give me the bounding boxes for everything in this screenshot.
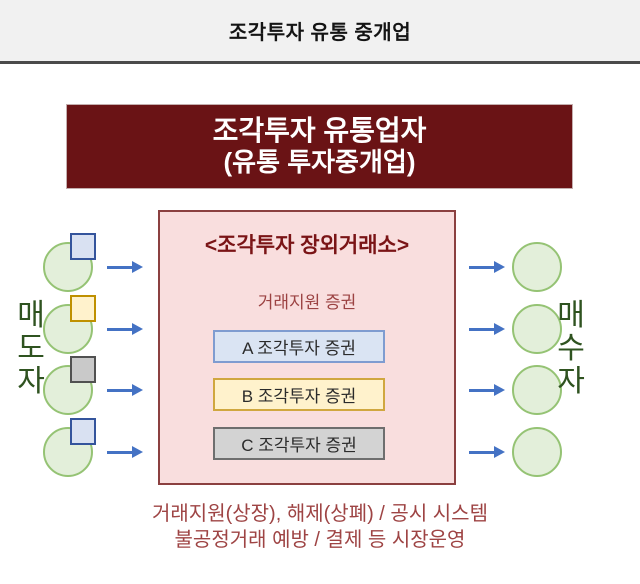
buy-flow-arrow-icon	[469, 323, 505, 336]
seller-circle-icon	[43, 427, 93, 477]
title-bar: 조각투자 유통 중개업	[0, 0, 640, 64]
security-box-b: B 조각투자 증권	[213, 378, 385, 411]
buy-flow-arrow-icon	[469, 261, 505, 274]
broker-box: 조각투자 유통업자 (유통 투자중개업)	[66, 104, 573, 189]
security-box-a: A 조각투자 증권	[213, 330, 385, 363]
exchange-box: <조각투자 장외거래소> 거래지원 증권 A 조각투자 증권 B 조각투자 증권…	[158, 210, 456, 485]
buyer-circle-icon	[512, 427, 562, 477]
buyer-circle-icon	[512, 304, 562, 354]
exchange-subtitle: 거래지원 증권	[257, 293, 357, 312]
seller-token-a-icon	[70, 418, 96, 445]
buyer-circle-icon	[512, 242, 562, 292]
broker-title-line2: (유통 투자중개업)	[223, 146, 416, 177]
buyer-circle-icon	[512, 365, 562, 415]
buy-flow-arrow-icon	[469, 446, 505, 459]
caption-line2: 불공정거래 예방 / 결제 등 시장운영	[174, 529, 466, 551]
page-title: 조각투자 유통 중개업	[228, 22, 412, 44]
sell-flow-arrow-icon	[107, 261, 143, 274]
caption: 거래지원(상장), 해제(상폐) / 공시 시스템 불공정거래 예방 / 결제 …	[0, 501, 640, 553]
exchange-title: <조각투자 장외거래소>	[204, 234, 410, 257]
caption-line1: 거래지원(상장), 해제(상폐) / 공시 시스템	[152, 503, 488, 525]
seller-token-a-icon	[70, 233, 96, 260]
broker-title-line1: 조각투자 유통업자	[212, 115, 427, 147]
security-box-c: C 조각투자 증권	[213, 427, 385, 460]
buyer-label: 매수자	[557, 299, 585, 398]
sell-flow-arrow-icon	[107, 446, 143, 459]
seller-token-c-icon	[70, 356, 96, 383]
seller-label: 매도자	[17, 299, 45, 398]
sell-flow-arrow-icon	[107, 384, 143, 397]
sell-flow-arrow-icon	[107, 323, 143, 336]
buy-flow-arrow-icon	[469, 384, 505, 397]
seller-token-b-icon	[70, 295, 96, 322]
